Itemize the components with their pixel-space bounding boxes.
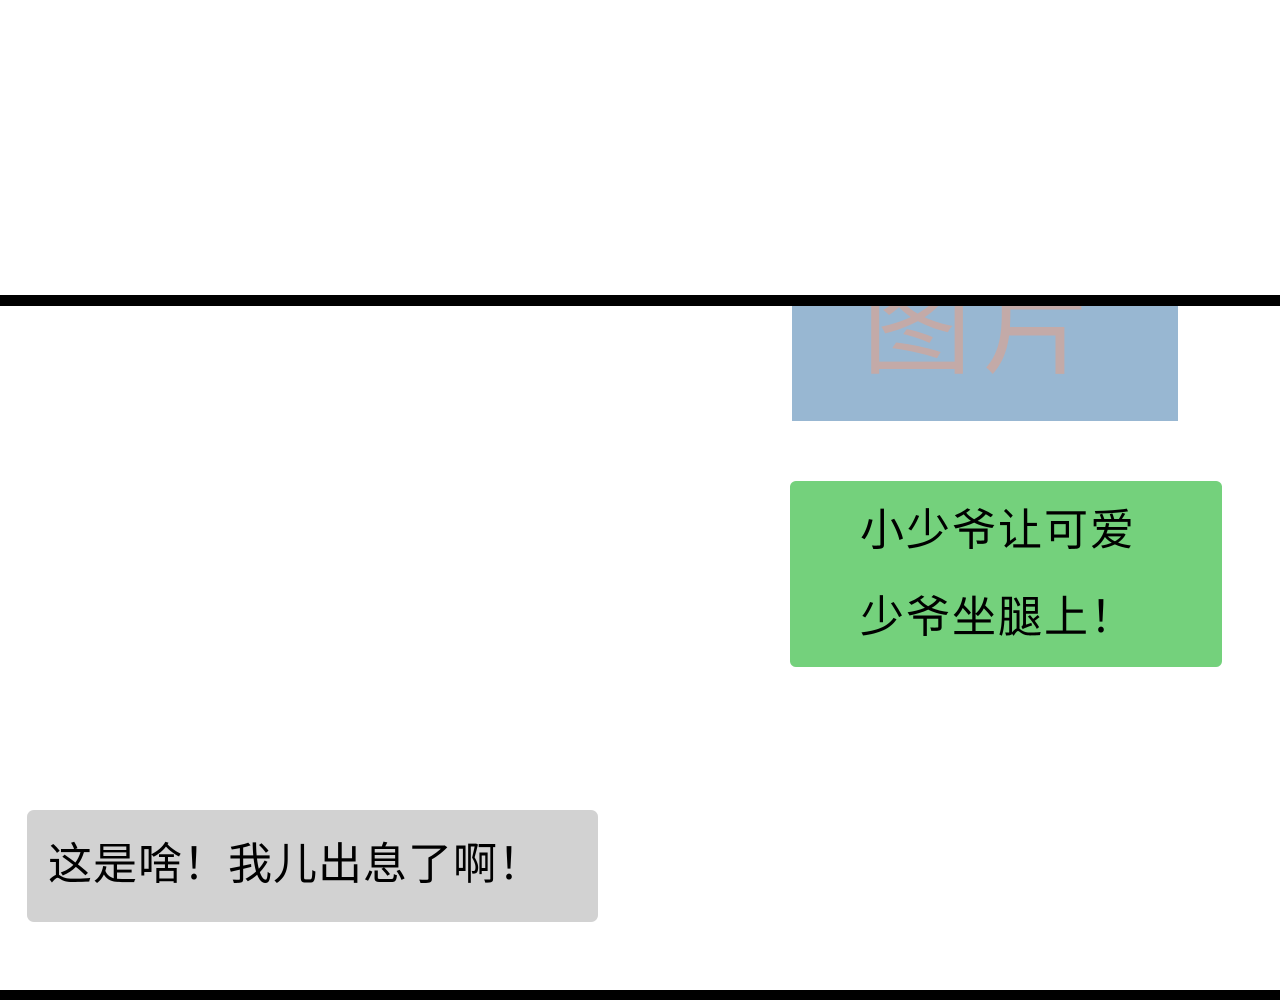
panel-border-bottom [0,990,1280,1000]
chat-bubble-incoming[interactable]: 这是啥！我儿出息了啊！ [27,810,598,922]
message-text-line: 小少爷让可爱 [860,505,1136,556]
image-message-placeholder[interactable]: 图片 [792,306,1178,421]
panel-border-top [0,295,1280,306]
message-text-line: 这是啥！我儿出息了啊！ [48,839,543,890]
message-text-line: 少爷坐腿上！ [860,592,1136,643]
chat-bubble-outgoing[interactable]: 小少爷让可爱 少爷坐腿上！ [790,481,1222,667]
image-placeholder-label: 图片 [862,306,1102,391]
